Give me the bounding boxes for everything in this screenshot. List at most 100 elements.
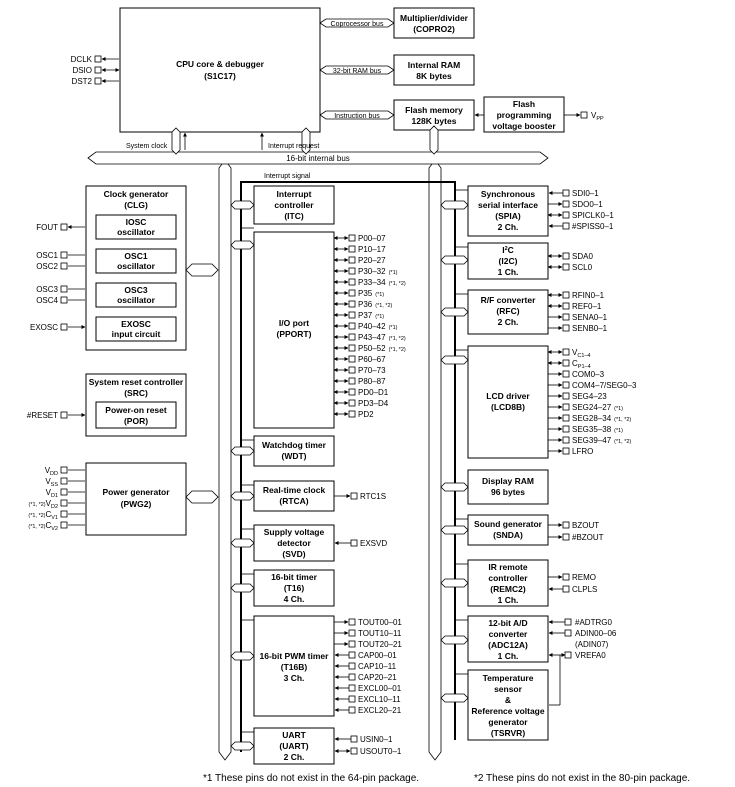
pin-box [562, 291, 570, 299]
rfc-block [467, 289, 549, 335]
rtca-l2: (RTCA) [279, 496, 308, 506]
flash-sub: 128K bytes [412, 116, 457, 126]
spia-l1: Synchronous [481, 189, 536, 199]
pin-vrefa0: VREFA0 [575, 651, 606, 660]
ram-title: Internal RAM [408, 60, 460, 70]
pin-box [348, 399, 356, 407]
lcd-pin: SEG4–23 [572, 392, 607, 401]
t16b-pin: EXCL20–21 [358, 706, 402, 715]
instruction-bus-label: Instruction bus [334, 113, 380, 120]
rfc-pin: SENB0–1 [572, 324, 608, 333]
tsrvr-l3: & [505, 695, 511, 705]
adc-pins: #ADTRG0 ADIN00–06 (ADIN07) VREFA0 [548, 618, 617, 660]
src-title: System reset controller [89, 377, 184, 387]
pwg-pin: VDD [45, 466, 58, 477]
pin-box [562, 447, 570, 455]
t16-l1: 16-bit timer [271, 572, 318, 582]
pin-box [348, 662, 356, 670]
wdt-l2: (WDT) [281, 451, 306, 461]
pin-box [348, 289, 356, 297]
rfc-l1: R/F converter [481, 295, 536, 305]
pin-fout: FOUT [36, 223, 58, 232]
pport-pin: P20–27 [358, 256, 386, 265]
t16-block [253, 569, 335, 607]
pin-box [348, 366, 356, 374]
pin-box [562, 585, 570, 593]
pin-box [60, 521, 68, 529]
interrupt-signal-label: Interrupt signal [264, 173, 311, 180]
pin-dst2: DST2 [72, 77, 93, 86]
clg-bus-link [185, 263, 219, 277]
pin-box [562, 521, 570, 529]
osc1-l1: OSC1 [124, 251, 147, 261]
pin-exosc: EXOSC [30, 323, 58, 332]
remc-pin: REMO [572, 573, 596, 582]
adc-block [467, 615, 549, 663]
snda-block [467, 514, 549, 546]
pport-pin: P43–47(*1, *2) [358, 333, 406, 342]
pin-box [350, 735, 358, 743]
fpvb-l1: Flash [513, 99, 535, 109]
interrupt-request-label: Interrupt request [268, 143, 319, 150]
pin-usout: USOUT0–1 [360, 747, 402, 756]
system-clock-label: System clock [126, 143, 168, 150]
pwg-pin: VD1 [46, 488, 58, 499]
pin-box [348, 640, 356, 648]
copro-block [393, 7, 475, 39]
footnote-1: *1 These pins do not exist in the 64-pin… [203, 773, 419, 784]
uart-l1: UART [282, 730, 306, 740]
pin-adin07: (ADIN07) [575, 640, 609, 649]
pin-box [562, 252, 570, 260]
pin-box [562, 381, 570, 389]
spia-pin: #SPISS0–1 [572, 222, 614, 231]
pin-box [348, 344, 356, 352]
pin-osc2: OSC2 [36, 262, 58, 271]
pwg-pin: (*1, *2)VD2 [29, 499, 59, 510]
i2c-l1: I2C [502, 245, 514, 255]
exosc-l2: input circuit [112, 329, 161, 339]
pin-box [60, 262, 68, 270]
rtca-l1: Real-time clock [263, 485, 326, 495]
fpvb-l2: programming [497, 110, 552, 120]
pin-box [348, 673, 356, 681]
itc-block [253, 185, 335, 225]
spia-pin: SDO0–1 [572, 200, 603, 209]
t16b-pin: CAP00–01 [358, 651, 397, 660]
pin-osc3: OSC3 [36, 285, 58, 294]
pwg-block [85, 462, 187, 536]
i2c-l3: 1 Ch. [498, 267, 519, 277]
pport-pin: P37(*1) [358, 311, 384, 320]
iosc-l2: oscillator [117, 227, 155, 237]
interrupt-links [241, 227, 254, 733]
t16b-pin: TOUT20–21 [358, 640, 402, 649]
tsrvr-l2: sensor [494, 684, 523, 694]
iosc-l1: IOSC [126, 217, 147, 227]
rfc-l2: (RFC) [496, 306, 519, 316]
pin-box [348, 388, 356, 396]
pin-box [348, 300, 356, 308]
remc-l3: (REMC2) [490, 584, 526, 594]
rfc-l3: 2 Ch. [498, 317, 519, 327]
pport-pin: P00–07 [358, 234, 386, 243]
uart-l2: (UART) [279, 741, 308, 751]
osc1-block [95, 248, 177, 274]
t16b-pin: TOUT10–11 [358, 629, 402, 638]
dram-l1: Display RAM [482, 476, 534, 486]
pport-pin: PD3–D4 [358, 399, 389, 408]
pwg-pin: (*1, *2)CV1 [28, 510, 58, 521]
pin-box [564, 629, 572, 637]
t16b-block [253, 615, 335, 717]
flash-booster-block [483, 96, 565, 133]
pin-box [348, 684, 356, 692]
t16b-l3: 3 Ch. [284, 673, 305, 683]
snda-l2: (SNDA) [493, 530, 523, 540]
pin-box [94, 77, 102, 85]
pin-box [60, 510, 68, 518]
left-vertical-bus [218, 159, 232, 761]
pin-box [562, 324, 570, 332]
pin-osc1: OSC1 [36, 251, 58, 260]
pin-box [60, 499, 68, 507]
pin-box [562, 200, 570, 208]
t16-l3: 4 Ch. [284, 594, 305, 604]
